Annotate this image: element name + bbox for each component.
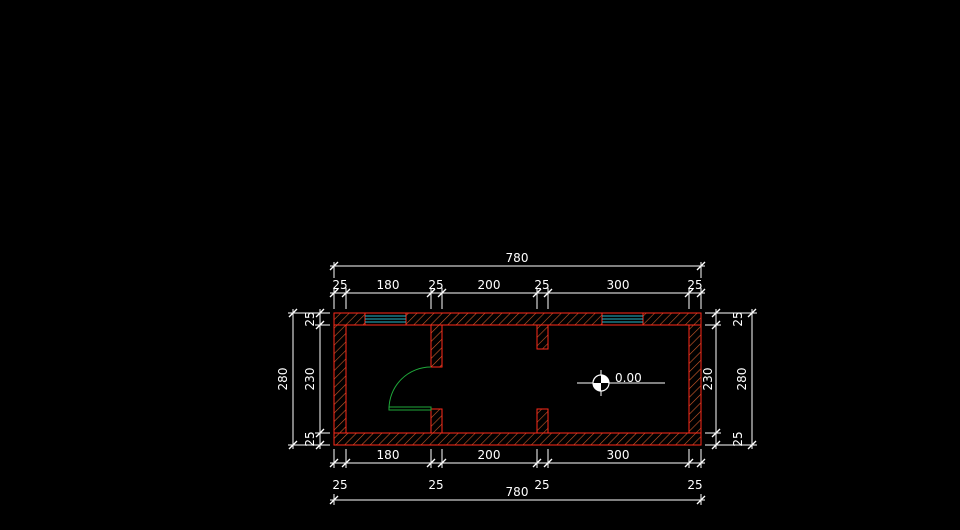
dimension-bottom-seg-1: 180 [377,448,400,462]
dimension-top-outer: 780 [329,251,706,278]
wall-right [688,324,702,434]
dimension-bottom-inner: 180 200 300 25 25 25 25 [329,448,706,492]
level-marker: 0.00 [577,370,665,396]
dimension-bottom-seg-2: 200 [478,448,501,462]
window-right [601,312,644,326]
wall-interior-2-upper [536,324,549,350]
dimension-top-inner: 25 180 25 200 25 300 25 [329,278,706,309]
dimension-bottom-wall-3: 25 [534,478,549,492]
dimension-right-inner: 25 230 25 [701,308,745,450]
wall-interior-1-lower [430,408,443,434]
dimension-top-seg-7: 25 [687,278,702,292]
dimension-bottom-seg-3: 300 [607,448,630,462]
dimension-top-seg-5: 25 [534,278,549,292]
dimension-bottom-outer: 780 [329,485,706,505]
dimension-left-seg-3: 25 [303,431,317,446]
dimension-bottom-wall-2: 25 [428,478,443,492]
level-marker-label: 0.00 [615,371,642,385]
dimension-bottom-total-label: 780 [506,485,529,499]
dimension-right-seg-1: 25 [731,311,745,326]
dimension-left-total-label: 280 [276,368,290,391]
dimension-bottom-wall-4: 25 [687,478,702,492]
dimension-top-total-label: 780 [506,251,529,265]
dimension-top-seg-4: 200 [478,278,501,292]
window-left [364,312,407,326]
dimension-right-seg-2: 230 [701,368,715,391]
dimension-right-outer: 280 [721,308,757,450]
dimension-left-outer: 280 [276,308,330,450]
walls [333,312,702,446]
dimension-left-seg-2: 230 [303,368,317,391]
dimension-top-seg-1: 25 [332,278,347,292]
dimension-top-seg-6: 300 [607,278,630,292]
dimension-bottom-wall-1: 25 [332,478,347,492]
door-swing [388,366,432,411]
dimension-right-total-label: 280 [735,368,749,391]
wall-interior-2-lower [536,408,549,434]
dimension-top-seg-2: 180 [377,278,400,292]
wall-interior-1-upper [430,324,443,368]
wall-left [333,324,347,434]
dimension-top-seg-3: 25 [428,278,443,292]
dimension-left-inner: 25 230 25 [303,308,330,450]
wall-bottom [333,432,702,446]
dimension-left-seg-1: 25 [303,311,317,326]
dimension-right-seg-3: 25 [731,431,745,446]
